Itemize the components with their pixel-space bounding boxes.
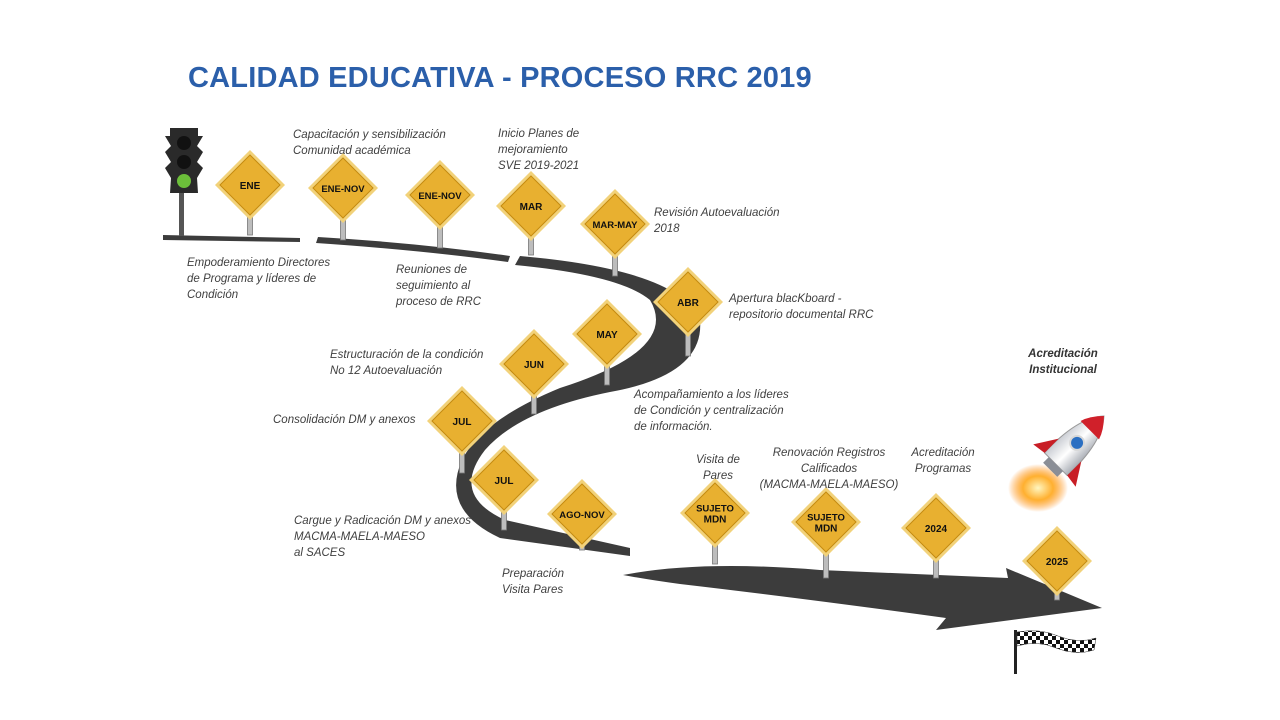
traffic-light-icon [165,128,203,236]
milestone-sign-label: 2024 [925,524,948,535]
milestone-sign: MAR [496,171,566,256]
milestone-sign-label: SUJETO [696,504,734,515]
note-renovacion-registros: Renovación Registros Calificados (MACMA-… [759,447,899,491]
milestone-sign: 2025 [1022,526,1092,601]
milestone-sign-label: ENE [240,181,261,192]
milestone-sign: JUL [469,445,539,531]
milestone-sign: 2024 [901,493,971,579]
road [163,235,1102,630]
milestone-sign-label: MAR-MAY [592,220,638,231]
milestone-sign-label: ABR [677,298,699,309]
milestone-sign-label: MAR [520,202,544,213]
note-apertura-blackboard: Apertura blacKboard - repositorio docume… [729,293,874,321]
milestone-sign-label: AGO-NOV [559,510,605,521]
note-reuniones-seguimiento: Reuniones de seguimiento al proceso de R… [396,264,482,308]
milestone-sign: ENE [215,150,285,236]
note-revision-autoevaluacion: Revisión Autoevaluación 2018 [654,207,780,235]
milestone-sign: JUN [499,329,569,415]
milestone-sign-label: JUL [495,476,514,487]
milestone-sign-label: SUJETO [807,513,845,524]
milestone-signs: ENE ENE-NOV ENE-NOV MAR MAR-MAY ABR MAY JUN JUL J… [215,150,1092,601]
note-estructuracion: Estructuración de la condición No 12 Aut… [330,349,484,377]
milestone-sign-label: ENE-NOV [321,184,365,195]
page-title: CALIDAD EDUCATIVA - PROCESO RRC 2019 [188,62,812,94]
note-capacitacion: Capacitación y sensibilización Comunidad… [293,129,446,157]
note-empoderamiento: Empoderamiento Directores de Programa y … [187,257,331,301]
milestone-sign: AGO-NOV [547,479,617,551]
milestone-sign-label: MAY [596,330,618,341]
milestone-sign: ENE-NOV [405,160,475,249]
note-acreditacion-institucional: Acreditación Institucional [1028,348,1098,376]
milestone-sign-label: ENE-NOV [418,191,462,202]
note-planes-mejoramiento: Inicio Planes de mejoramiento SVE 2019-2… [498,128,580,172]
checkered-flag-icon [1014,630,1097,674]
milestone-sign-label: MDN [704,515,727,526]
note-consolidacion: Consolidación DM y anexos [273,414,416,426]
note-acompanamiento: Acompañamiento a los líderes de Condició… [634,389,789,433]
milestone-sign: JUL [427,386,497,474]
milestone-sign: ABR [653,267,723,357]
note-preparacion-visita: Preparación Visita Pares [502,568,565,596]
rocket-icon [1008,415,1105,512]
milestone-sign-label: MDN [815,524,838,535]
note-visita-pares: Visita de Pares [696,454,740,482]
milestone-sign: MAR-MAY [580,189,650,277]
note-cargue-radicacion: Cargue y Radicación DM y anexos MACMA-MA… [294,515,472,559]
milestone-sign-label: JUN [524,360,544,371]
milestone-sign-label: JUL [453,417,472,428]
milestone-sign: MAY [572,299,642,386]
milestone-sign-label: 2025 [1046,557,1069,568]
milestone-sign: ENE-NOV [308,153,378,241]
note-acreditacion-programas: Acreditación Programas [911,447,975,475]
